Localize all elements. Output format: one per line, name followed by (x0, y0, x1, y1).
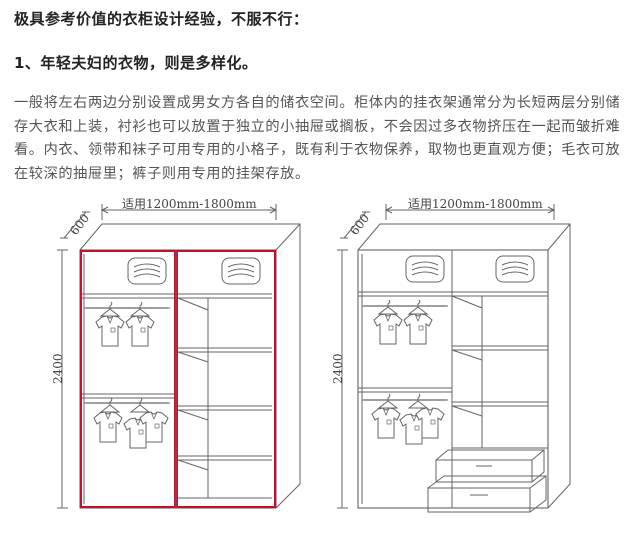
wardrobe-diagram-left (57, 204, 301, 509)
body-paragraph: 一般将左右两边分别设置成男女方各自的储衣空间。柜体内的挂衣架通常分为长短两层分别… (14, 95, 621, 182)
article-title: 极具参考价值的衣柜设计经验，不服不行： (14, 10, 309, 28)
height-label-right: 2400 (331, 353, 345, 384)
height-label-left: 2400 (51, 353, 65, 384)
depth-label-right: 600 (347, 211, 372, 238)
width-label-left: 适用1200mm-1800mm (122, 198, 257, 211)
wardrobe-illustration: 600 适用1200mm-1800mm 2400 (0, 197, 640, 536)
depth-label-left: 600 (67, 211, 92, 238)
width-label-right: 适用1200mm-1800mm (408, 198, 543, 211)
wardrobe-diagram-right (337, 204, 571, 513)
section-heading: 1、年轻夫妇的衣物，则是多样化。 (14, 54, 258, 72)
sliding-door-highlight (80, 250, 276, 508)
